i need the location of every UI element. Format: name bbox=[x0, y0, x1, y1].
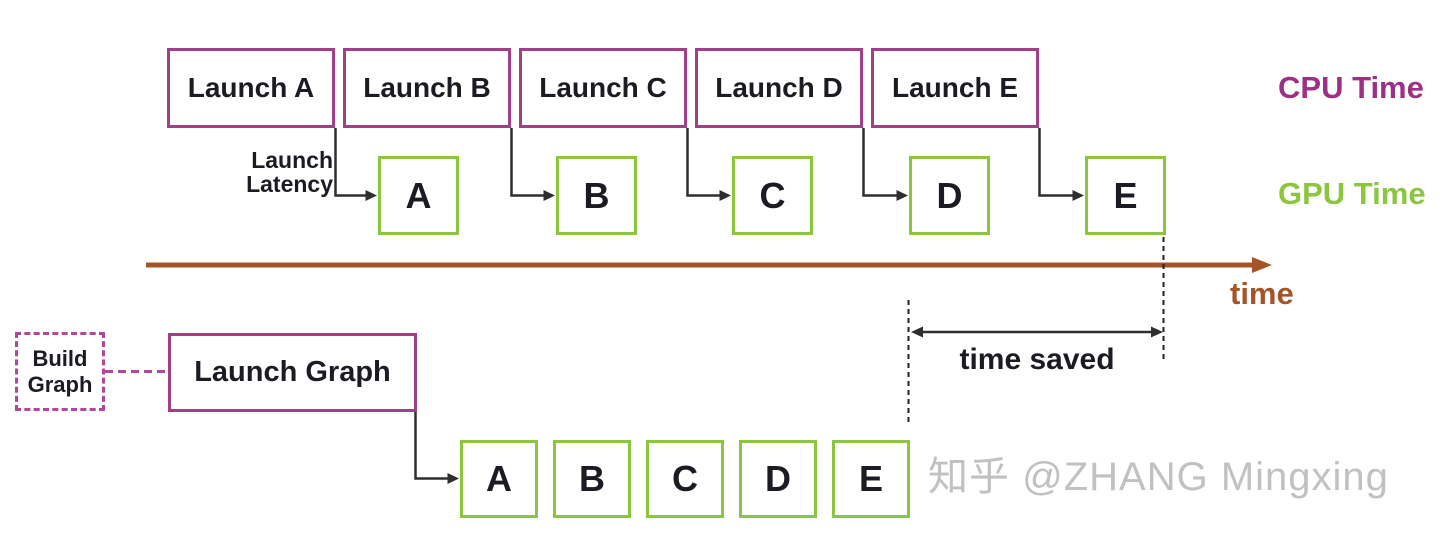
watermark: 知乎 @ZHANG Mingxing bbox=[928, 455, 1389, 499]
launch-latency-arrow-a bbox=[334, 128, 377, 201]
launch-graph-arrow bbox=[414, 412, 459, 484]
cpu-time-legend: CPU Time bbox=[1278, 70, 1424, 105]
build-graph-box: Build Graph bbox=[15, 332, 105, 411]
gpu-kernel-box-c: C bbox=[732, 156, 813, 235]
launch-graph-box: Launch Graph bbox=[168, 333, 417, 412]
cpu-launch-box-b: Launch B bbox=[343, 48, 511, 128]
time-axis-label: time bbox=[1230, 276, 1294, 311]
gpu-kernel-box-a: A bbox=[378, 156, 459, 235]
build-graph-line1: Build bbox=[32, 345, 88, 371]
graph-kernel-box-d: D bbox=[739, 440, 817, 518]
graph-kernel-box-e: E bbox=[832, 440, 910, 518]
gpu-kernel-box-e: E bbox=[1085, 156, 1166, 235]
time-saved-arrow bbox=[911, 326, 1163, 338]
cpu-launch-box-e: Launch E bbox=[871, 48, 1039, 128]
launch-latency-arrow-d bbox=[862, 128, 908, 201]
gpu-kernel-box-d: D bbox=[909, 156, 990, 235]
launch-latency-line2: Latency bbox=[246, 171, 333, 197]
gpu-time-legend: GPU Time bbox=[1278, 176, 1426, 211]
launch-latency-label: Launch Latency bbox=[205, 148, 333, 196]
launch-latency-arrow-b bbox=[510, 128, 555, 201]
timeline-arrow bbox=[146, 257, 1272, 273]
cpu-launch-box-d: Launch D bbox=[695, 48, 863, 128]
build-graph-line2: Graph bbox=[27, 371, 93, 397]
graph-kernel-box-b: B bbox=[553, 440, 631, 518]
gpu-kernel-box-b: B bbox=[556, 156, 637, 235]
cpu-launch-box-a: Launch A bbox=[167, 48, 335, 128]
time-saved-label: time saved bbox=[959, 343, 1115, 376]
cpu-launch-box-c: Launch C bbox=[519, 48, 687, 128]
launch-latency-line1: Launch bbox=[251, 147, 333, 173]
launch-latency-arrow-c bbox=[686, 128, 731, 201]
graph-kernel-box-c: C bbox=[646, 440, 724, 518]
graph-kernel-box-a: A bbox=[460, 440, 538, 518]
launch-latency-arrow-e bbox=[1038, 128, 1084, 201]
